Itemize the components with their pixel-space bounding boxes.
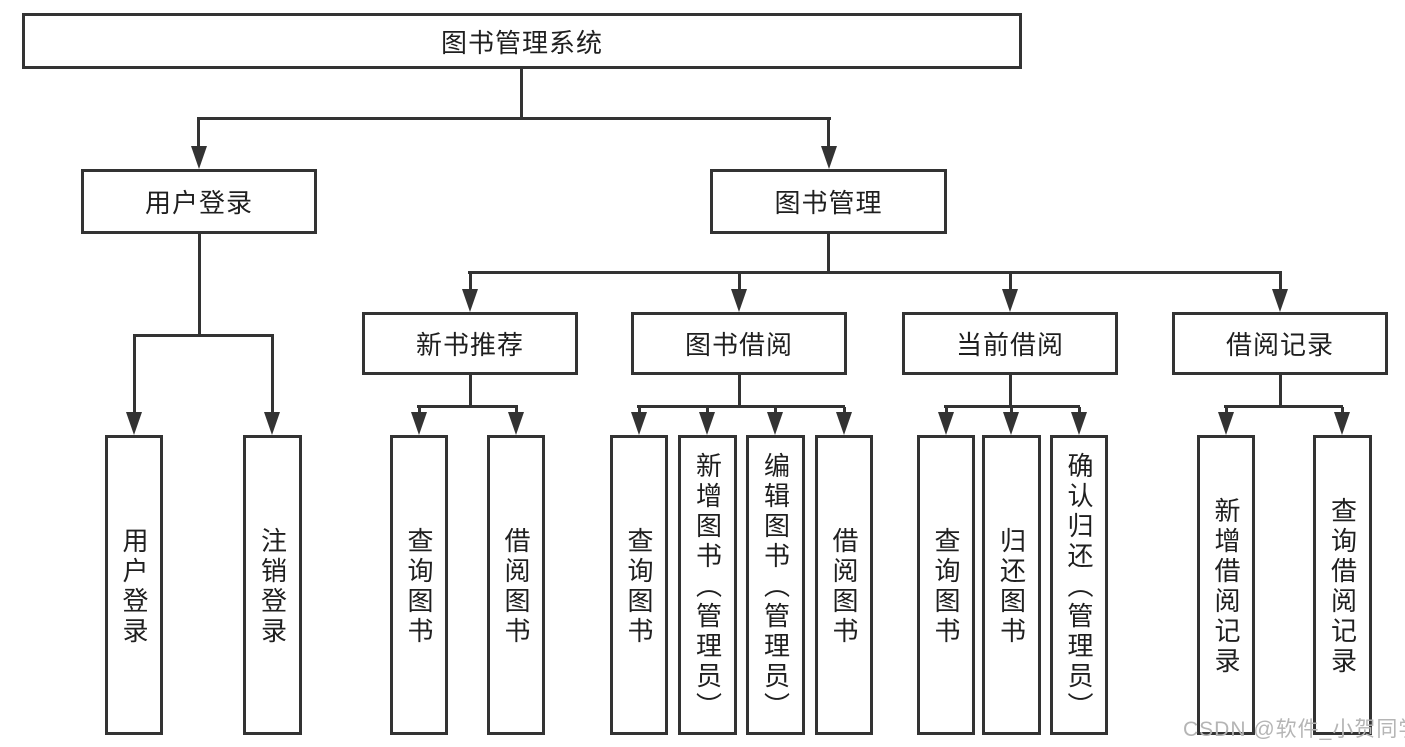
- node-book-borrow: 图书借阅: [631, 312, 847, 375]
- node-root: 图书管理系统: [22, 13, 1022, 69]
- arrow-down-icon: [731, 289, 747, 312]
- connector-arm: [774, 407, 777, 415]
- arrow-down-icon: [126, 412, 142, 435]
- arrow-down-icon: [1071, 412, 1087, 435]
- connector-current-borrow-bar: [944, 405, 1080, 408]
- node-leaf-borrow-books-2: 借阅图书: [815, 435, 873, 735]
- node-leaf-query-books-1: 查询图书: [390, 435, 448, 735]
- arrow-down-icon: [1334, 412, 1350, 435]
- arrow-down-icon: [631, 412, 647, 435]
- connector-arm-user-login: [197, 119, 200, 147]
- arrow-down-icon: [767, 412, 783, 435]
- connector-arm: [638, 407, 641, 415]
- node-book-management: 图书管理: [710, 169, 947, 234]
- arrow-down-icon: [508, 412, 524, 435]
- connector-current-borrow-stem: [1009, 375, 1012, 408]
- connector-book-borrow-bar: [637, 405, 845, 408]
- arrow-down-icon: [938, 412, 954, 435]
- arrow-down-icon: [191, 146, 207, 169]
- connector-arm: [418, 407, 421, 415]
- arrow-down-icon: [699, 412, 715, 435]
- connector-arm: [945, 407, 948, 415]
- connector-book-management-stem: [827, 234, 830, 274]
- node-leaf-confirm-return-admin: 确认归还（管理员）: [1050, 435, 1108, 735]
- arrow-down-icon: [1003, 412, 1019, 435]
- node-leaf-borrow-books-1: 借阅图书: [487, 435, 545, 735]
- connector-borrow-records-bar: [1224, 405, 1343, 408]
- connector-arm: [1010, 407, 1013, 415]
- connector-root-stem: [520, 69, 523, 120]
- connector-user-login-stem: [198, 234, 201, 337]
- node-leaf-logout: 注销登录: [243, 435, 302, 735]
- arrow-down-icon: [1218, 412, 1234, 435]
- csdn-watermark: CSDN @软件_小贺同学: [1183, 718, 1405, 741]
- connector-new-books-bar: [417, 405, 518, 408]
- connector-arm: [706, 407, 709, 415]
- node-leaf-edit-books-admin: 编辑图书（管理员）: [746, 435, 805, 735]
- node-new-books: 新书推荐: [362, 312, 578, 375]
- connector-arm-login: [133, 336, 136, 416]
- connector-arm: [843, 407, 846, 415]
- connector-level1-bar: [197, 117, 831, 120]
- connector-user-login-bar: [133, 334, 274, 337]
- connector-arm: [1078, 407, 1081, 415]
- connector-arm-book-management: [827, 119, 830, 147]
- arrow-down-icon: [411, 412, 427, 435]
- node-leaf-user-login: 用户登录: [105, 435, 163, 735]
- connector-book-borrow-stem: [738, 375, 741, 408]
- node-leaf-query-borrow-record: 查询借阅记录: [1313, 435, 1372, 735]
- connector-book-management-bus: [468, 271, 1282, 274]
- arrow-down-icon: [1002, 289, 1018, 312]
- node-leaf-query-books-2: 查询图书: [610, 435, 668, 735]
- arrow-down-icon: [264, 412, 280, 435]
- connector-arm-new-books: [469, 273, 472, 291]
- arrow-down-icon: [1272, 289, 1288, 312]
- node-leaf-return-books: 归还图书: [982, 435, 1041, 735]
- arrow-down-icon: [821, 146, 837, 169]
- connector-arm-logout: [271, 336, 274, 416]
- arrow-down-icon: [836, 412, 852, 435]
- node-leaf-query-books-3: 查询图书: [917, 435, 975, 735]
- connector-arm: [515, 407, 518, 415]
- connector-arm-current-borrow: [1009, 273, 1012, 291]
- connector-arm: [1341, 407, 1344, 415]
- connector-borrow-records-stem: [1279, 375, 1282, 408]
- node-current-borrow: 当前借阅: [902, 312, 1118, 375]
- node-borrow-records: 借阅记录: [1172, 312, 1388, 375]
- connector-arm-book-borrow: [738, 273, 741, 291]
- node-leaf-add-books-admin: 新增图书（管理员）: [678, 435, 737, 735]
- node-user-login: 用户登录: [81, 169, 317, 234]
- connector-arm-borrow-records: [1279, 273, 1282, 291]
- arrow-down-icon: [462, 289, 478, 312]
- connector-new-books-stem: [469, 375, 472, 408]
- connector-arm: [1225, 407, 1228, 415]
- node-leaf-add-borrow-record: 新增借阅记录: [1197, 435, 1255, 735]
